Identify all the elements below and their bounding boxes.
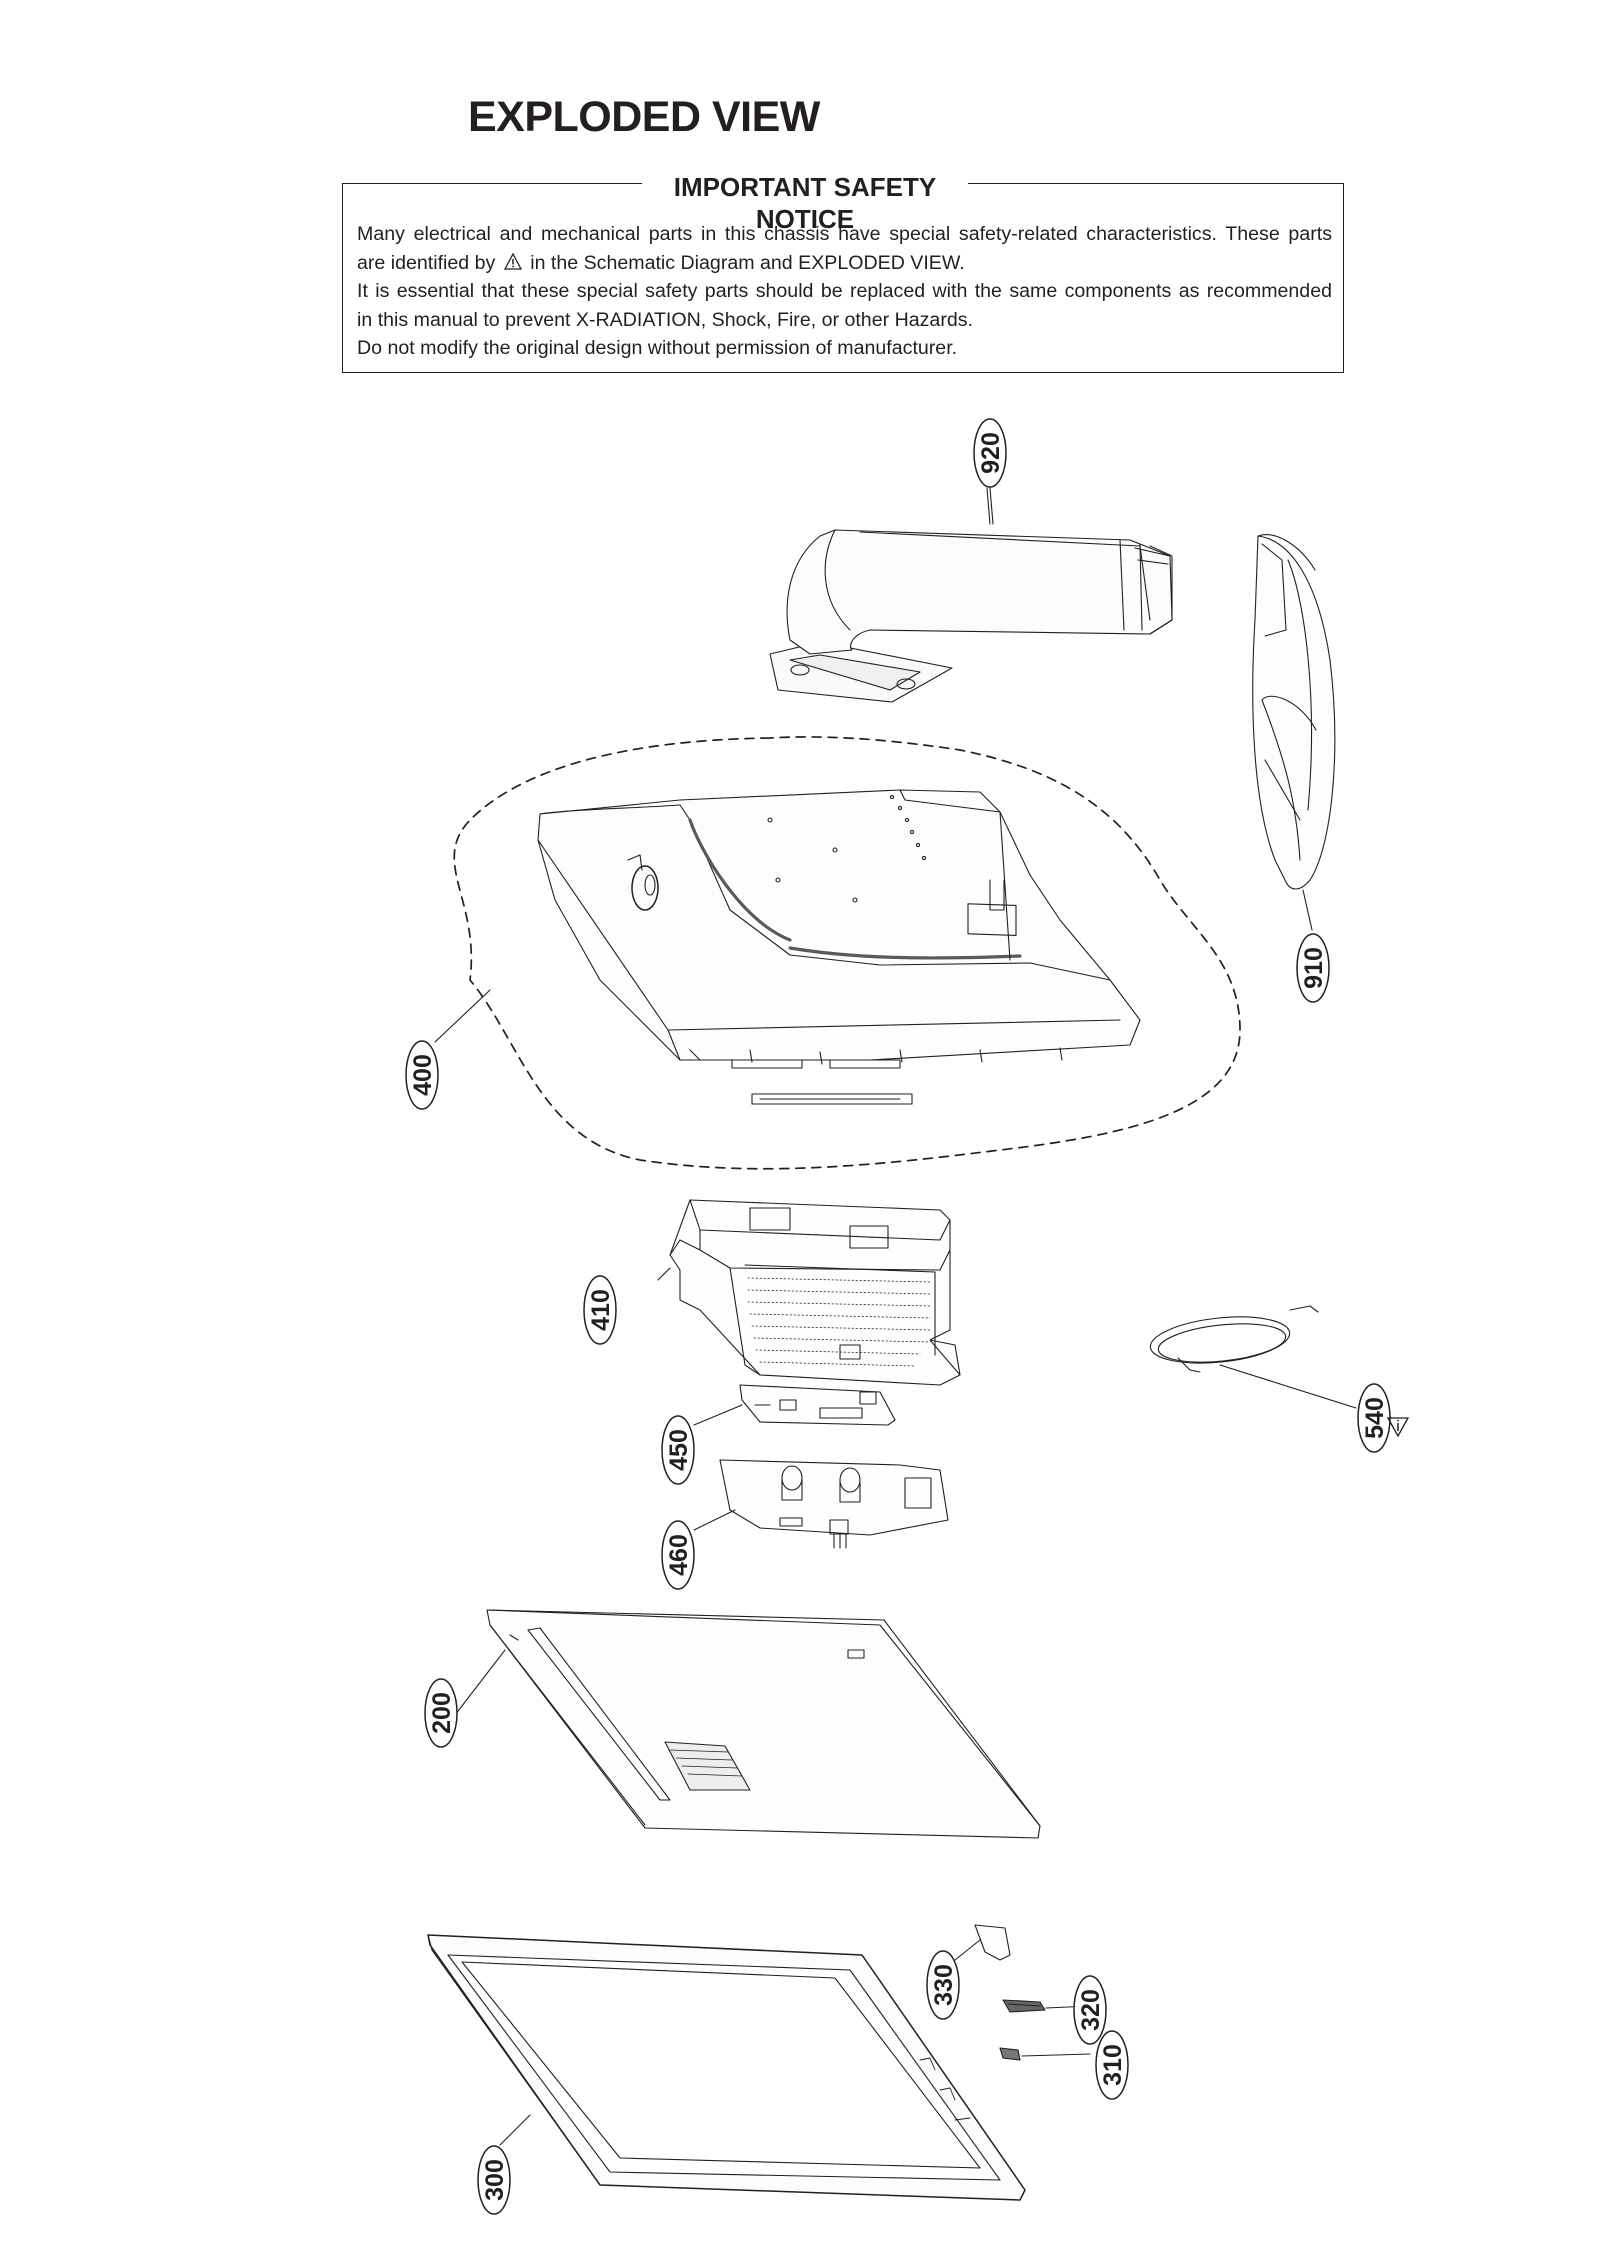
warning-triangle-icon bbox=[1386, 1417, 1410, 1438]
callout-310: 310 bbox=[1099, 2044, 1127, 2086]
notice-line-5: Do not modify the original design withou… bbox=[357, 337, 958, 359]
callout-540: 540 bbox=[1361, 1397, 1389, 1439]
notice-line-1: Many electrical and mechanical parts in … bbox=[357, 223, 1332, 245]
callout-910: 910 bbox=[1300, 947, 1328, 989]
warning-triangle-icon bbox=[503, 252, 522, 270]
led-310-part bbox=[999, 2047, 1021, 2061]
callout-920: 920 bbox=[977, 432, 1005, 474]
lcd-panel-part bbox=[486, 1609, 1041, 1839]
callout-320: 320 bbox=[1077, 1989, 1105, 2031]
callout-410: 410 bbox=[587, 1289, 615, 1331]
notice-line-2: are identified by in the Schematic Diagr… bbox=[357, 249, 1332, 278]
bracket-330-part bbox=[974, 1924, 1011, 1961]
front-bezel-part bbox=[427, 1934, 1026, 2201]
notice-line-3: It is essential that these special safet… bbox=[357, 280, 1332, 302]
button-330-part bbox=[1002, 1999, 1046, 2013]
notice-line-2-start: are identified by bbox=[357, 251, 501, 274]
power-cord-part bbox=[1149, 1305, 1319, 1373]
notice-line-2-end: in the Schematic Diagram and EXPLODED VI… bbox=[524, 251, 965, 274]
notice-line-4: in this manual to prevent X-RADIATION, S… bbox=[357, 308, 973, 331]
back-cover-group-outline bbox=[453, 736, 1241, 1170]
main-board-part bbox=[739, 1384, 896, 1426]
callout-400: 400 bbox=[409, 1054, 437, 1096]
callout-330: 330 bbox=[930, 1964, 958, 2006]
callout-450: 450 bbox=[665, 1429, 693, 1471]
stand-base-part bbox=[1252, 534, 1336, 890]
safety-notice-title: IMPORTANT SAFETY NOTICE bbox=[642, 171, 968, 235]
page-title: EXPLODED VIEW bbox=[468, 93, 820, 141]
stand-arm-part bbox=[769, 529, 1173, 703]
callout-460: 460 bbox=[665, 1534, 693, 1576]
shield-case-part bbox=[669, 1199, 961, 1386]
callout-200: 200 bbox=[428, 1692, 456, 1734]
safety-notice-text: Many electrical and mechanical parts in … bbox=[357, 220, 1332, 363]
callout-300: 300 bbox=[481, 2159, 509, 2201]
back-cover-part bbox=[537, 789, 1141, 1105]
power-board-part bbox=[719, 1459, 949, 1549]
